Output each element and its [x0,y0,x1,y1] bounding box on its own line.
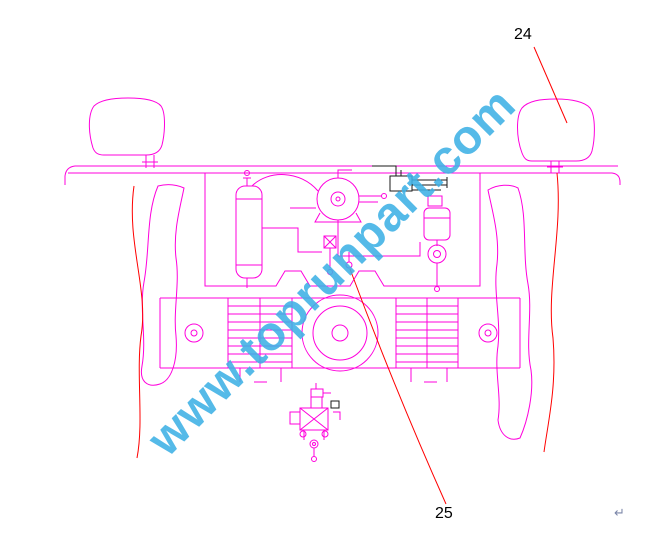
air-spring-body [423,207,451,241]
compressor-hub [335,196,341,202]
leader-line-25 [349,268,447,505]
valve-block [389,175,413,192]
axle-housing [159,297,521,369]
left-spring-pack [227,297,293,369]
valve-top-links [310,383,331,408]
compressor-pipes [337,169,382,203]
valve-top-port [310,388,324,398]
air-tank-fitting [244,170,250,176]
red-leader-lines [131,46,568,505]
right-fender-body [517,98,595,162]
under-brackets [239,368,448,383]
right-fender [517,98,595,173]
center-valve-cross [323,235,337,249]
air-spring-bell-hub [433,250,441,258]
right-red-contour [543,172,559,453]
frame-rail [64,165,621,185]
air-tank-body [235,185,263,279]
drain-fitting [327,269,333,275]
valve-left-port [289,411,301,425]
callout-label-24: 24 [514,26,532,43]
left-fender-body [88,97,165,156]
diff-outer [301,294,379,372]
right-spring-pack [395,297,459,369]
left-fender [88,97,165,168]
right-spring-leaves [396,305,458,363]
valve-drain [311,456,317,462]
right-wheel-outline [487,184,533,440]
left-fender-stem [142,155,158,168]
pneumatic-lines [262,207,421,275]
left-wheel-outline [140,184,185,386]
differential [301,294,379,372]
valve-bolt-left [299,430,307,438]
diff-hub [331,324,349,342]
air-spring-fitting [434,286,440,292]
rail-top-line [64,165,618,185]
right-hub-pin [484,329,492,337]
left-spring-leaves [228,305,292,363]
valve-body-cross [299,407,329,431]
valve-outlet [309,439,319,449]
axle-assembly [159,297,521,383]
compressor [251,169,387,223]
rail-bottom-line [68,172,621,185]
valve-bolt-right [321,430,329,438]
leader-line-24 [533,46,568,124]
diff-mid [312,305,368,361]
left-hub-pin [190,329,198,337]
compressor-inner [330,191,346,207]
left-hub [184,323,204,343]
valve-outlet-pin [312,442,316,446]
hose-lines [372,165,448,191]
compressor-outer [316,177,360,221]
center-valve-square [323,235,337,249]
air-spring-top-block [427,195,443,207]
left-red-contour [131,185,144,459]
air-spring-bell [427,244,447,264]
air-tank [235,170,263,288]
magenta-linework [64,97,621,462]
black-hose-detail [330,165,448,409]
compressor-hose [251,174,319,192]
valve-lower-links [303,411,341,456]
bottom-black-fitting [330,400,340,409]
bottom-valve-unit [289,383,341,462]
callout-label-25: 25 [435,505,453,522]
right-fender-stem [547,161,563,173]
return-mark: ↵ [614,505,625,520]
pipe-fitting [381,193,387,199]
air-spring-assembly [423,195,451,292]
leader-anchor-fitting [345,261,353,269]
plumbing-runs [262,207,421,268]
central-equipment-box [204,173,481,287]
right-hub [478,323,498,343]
air-tank-caps [236,177,262,288]
